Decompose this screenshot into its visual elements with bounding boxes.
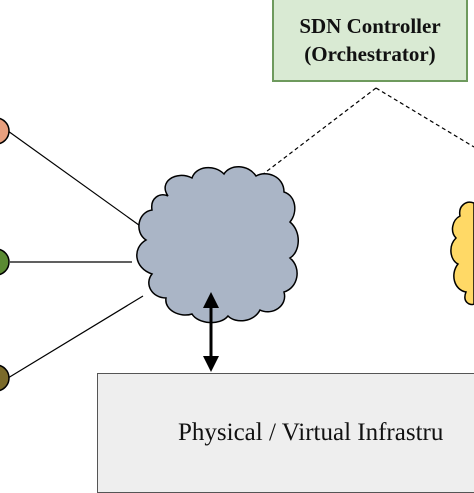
arrowhead-up (203, 292, 219, 308)
dashed-link-right (375, 87, 474, 148)
arrowhead-down (203, 356, 219, 372)
node-middle (0, 248, 10, 276)
node-bottom (0, 364, 10, 392)
link-line-top (7, 130, 151, 234)
network-cloud (136, 166, 299, 324)
diagram-canvas (0, 87, 474, 392)
infrastructure-label: Physical / Virtual Infrastru (178, 419, 444, 446)
node-top (0, 117, 10, 145)
dashed-link-cloud (257, 87, 377, 179)
controller-title: SDN Controller (299, 14, 441, 38)
link-line-bottom (7, 295, 144, 379)
sdn-controller-box: SDN Controller (Orchestrator) (272, 0, 468, 82)
controller-subtitle: (Orchestrator) (304, 42, 436, 66)
remote-cloud (450, 201, 474, 306)
infrastructure-box: Physical / Virtual Infrastru (97, 373, 474, 493)
